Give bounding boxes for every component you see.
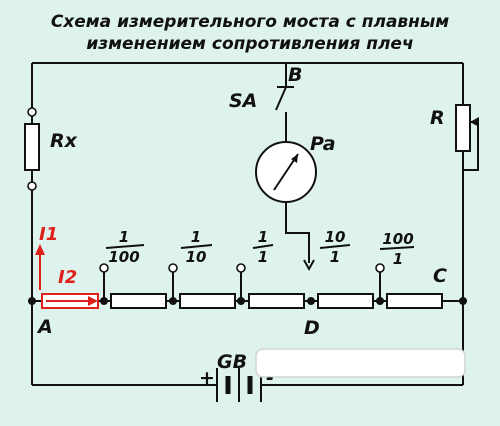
title-line-1: Схема измерительного моста с плавным	[51, 12, 449, 32]
resistor-10-1	[317, 293, 374, 309]
node-tap-2	[169, 297, 177, 305]
ratio-label-1: 1 100	[105, 228, 145, 266]
label-minus: -	[266, 367, 274, 389]
rheostat-resistor	[455, 104, 471, 152]
ratio-5-numerator: 100	[382, 230, 413, 248]
ratio-5-denominator: 1	[393, 250, 403, 268]
ratio-1-bar	[105, 244, 145, 249]
ratio-label-5: 100 1	[379, 230, 415, 268]
ratio-3-denominator: 1	[258, 248, 268, 266]
label-sa: SA	[229, 90, 257, 112]
label-pa: Pa	[310, 133, 336, 155]
tap-1-terminal	[99, 263, 109, 273]
ratio-1-denominator: 100	[108, 248, 139, 266]
label-plus: +	[199, 367, 215, 389]
resistor-1-100	[110, 293, 167, 309]
tap-3-terminal	[236, 263, 246, 273]
resistor-100-1	[386, 293, 443, 309]
title-line-2: изменением сопротивления плеч	[86, 34, 413, 54]
resistor-1-10	[179, 293, 236, 309]
label-b: B	[288, 64, 302, 86]
node-c	[459, 297, 467, 305]
ratio-4-bar	[319, 244, 351, 249]
galvanometer-to-d-wire	[285, 202, 310, 263]
ratio-2-denominator: 10	[186, 248, 207, 266]
node-a	[28, 297, 36, 305]
switch-blade	[275, 86, 287, 111]
label-i1: I1	[39, 224, 58, 245]
node-d	[307, 297, 315, 305]
ratio-3-numerator: 1	[258, 228, 268, 246]
label-a: A	[36, 316, 53, 338]
resistor-1-1	[248, 293, 305, 309]
tap-2-terminal	[168, 263, 178, 273]
i2-arrow-icon	[88, 296, 98, 306]
label-d: D	[304, 317, 320, 339]
label-c: C	[433, 265, 447, 287]
ratio-4-numerator: 10	[325, 228, 346, 246]
rx-terminal-top	[27, 107, 37, 117]
ratio-label-3: 1 1	[252, 228, 274, 266]
node-tap-5	[376, 297, 384, 305]
rx-terminal-bottom	[27, 181, 37, 191]
blank-callout-box	[255, 348, 466, 378]
rx-resistor	[24, 123, 40, 171]
tap-5-terminal	[375, 263, 385, 273]
label-rx: Rx	[50, 130, 78, 152]
node-tap-1	[100, 297, 108, 305]
ratio-3-bar	[252, 244, 274, 249]
rheostat-arrow-icon	[470, 117, 479, 127]
slider-arrow-icon	[303, 259, 315, 272]
ratio-label-2: 1 10	[180, 228, 213, 266]
label-gb: GB	[217, 351, 247, 373]
ratio-5-bar	[379, 246, 415, 250]
galvanometer-needle-arrow-icon	[291, 154, 298, 163]
node-tap-3	[237, 297, 245, 305]
ratio-label-4: 10 1	[319, 228, 351, 266]
ratio-2-bar	[180, 244, 213, 249]
ratio-2-numerator: 1	[191, 228, 201, 246]
ratio-1-numerator: 1	[119, 228, 129, 246]
label-r: R	[430, 107, 445, 129]
label-i2: I2	[58, 267, 77, 288]
i1-arrow-icon	[35, 244, 45, 255]
ratio-4-denominator: 1	[330, 248, 340, 266]
